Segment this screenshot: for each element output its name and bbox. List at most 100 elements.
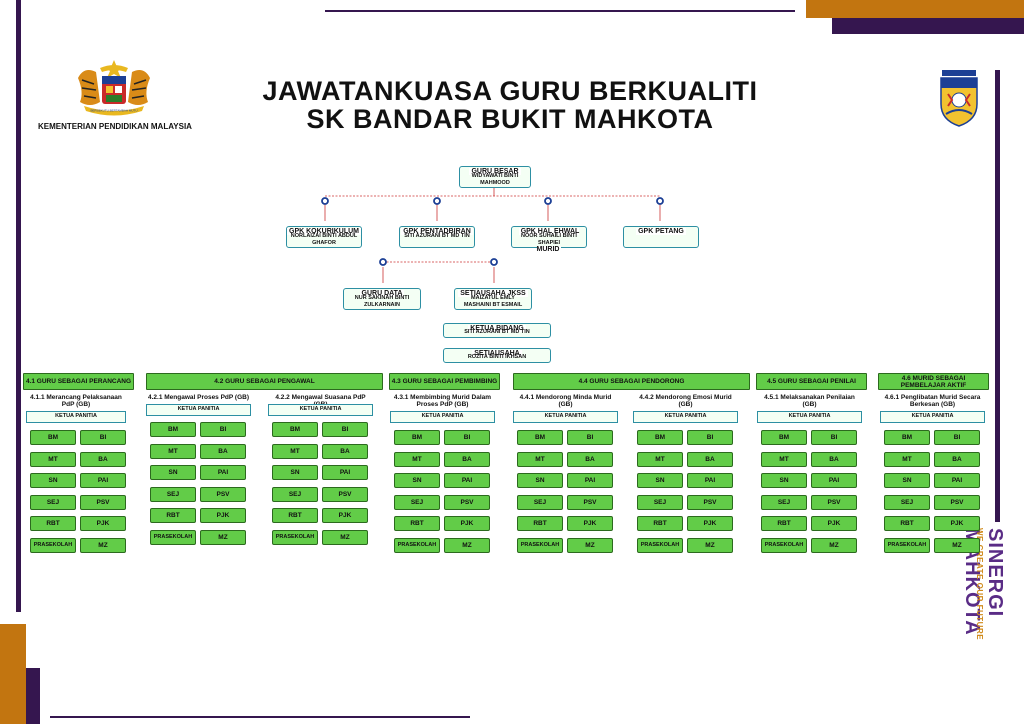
school-shield-icon	[940, 70, 978, 127]
subject-box-bi: BI	[934, 430, 980, 445]
section-4-6-header: 4.6 MURID SEBAGAI PEMBELAJAR AKTIF	[878, 373, 989, 390]
subject-box-pjk: PJK	[934, 516, 980, 531]
person-name: NORLAIZAI BINTI ABDUL GHAFOR	[290, 233, 358, 246]
subject-box-mt: MT	[272, 443, 318, 459]
subject-box-mt: MT	[637, 451, 683, 467]
subject-box-sn: SN	[394, 473, 440, 488]
subject-box-rbt: RBT	[272, 508, 318, 523]
subject-box-psv: PSV	[934, 494, 980, 510]
role-label: GURU DATA	[359, 290, 405, 297]
subject-box-sn: SN	[272, 465, 318, 480]
node-gpk-kokurikulum: GPK KOKURIKULUM NORLAIZAI BINTI ABDUL GH…	[286, 226, 362, 248]
subject-box-mt: MT	[884, 451, 930, 467]
node-setiausaha: SETIAUSAHA ROZITA BINTI IKHSAN	[443, 348, 551, 363]
subject-box-prasekolah: PRASEKOLAH	[272, 529, 318, 545]
ketua-panitia-box: KETUA PANITIA	[26, 411, 126, 423]
frame-top-line	[325, 10, 795, 12]
subject-box-psv: PSV	[322, 486, 368, 502]
subject-box-pjk: PJK	[80, 516, 126, 531]
node-gpk-hal-ehwal-murid: GPK HAL EHWAL MURID NOOR SUHAILI BINTI S…	[511, 226, 587, 253]
subject-box-ba: BA	[567, 451, 613, 467]
node-setiausaha-jkss: SETIAUSAHA JKSS MAIZATUL EMLY MASHAINI B…	[454, 288, 532, 310]
subject-box-mt: MT	[517, 451, 563, 467]
node-ketua-bidang: KETUA BIDANG SITI AZURANI BT MD TIN	[443, 323, 551, 338]
subject-box-bm: BM	[517, 430, 563, 445]
section-4-3-header: 4.3 GURU SEBAGAI PEMBIMBING	[389, 373, 500, 390]
subject-box-sej: SEJ	[517, 494, 563, 510]
subject-box-sej: SEJ	[30, 494, 76, 510]
subject-box-bm: BM	[272, 422, 318, 437]
subject-box-mz: MZ	[687, 537, 733, 553]
node-gpk-pentadbiran: GPK PENTADBIRAN SITI AZURANI BT MD TIN	[399, 226, 475, 248]
subject-box-rbt: RBT	[761, 516, 807, 531]
subject-box-sej: SEJ	[884, 494, 930, 510]
subject-box-psv: PSV	[687, 494, 733, 510]
unit-title: 4.6.1 Penglibatan Murid Secara Berkesan …	[884, 394, 981, 408]
unit-title: 4.1.1 Merancang Pelaksanaan PdP (GB)	[30, 394, 122, 408]
subject-box-pai: PAI	[687, 473, 733, 488]
ketua-panitia-box: KETUA PANITIA	[268, 404, 373, 416]
page-title-line2: SK BANDAR BUKIT MAHKOTA	[306, 104, 714, 134]
page-title-line1: JAWATANKUASA GURU BERKUALITI	[262, 76, 758, 106]
unit-title: 4.4.1 Mendorong Minda Murid (GB)	[519, 394, 612, 408]
subject-box-mt: MT	[761, 451, 807, 467]
subject-box-sn: SN	[761, 473, 807, 488]
corner-top-right-purple	[832, 18, 1024, 34]
subject-box-rbt: RBT	[394, 516, 440, 531]
subject-box-ba: BA	[322, 443, 368, 459]
subject-box-sn: SN	[517, 473, 563, 488]
subject-box-ba: BA	[811, 451, 857, 467]
ketua-panitia-box: KETUA PANITIA	[757, 411, 862, 423]
subject-box-mz: MZ	[934, 537, 980, 553]
subject-box-pjk: PJK	[322, 508, 368, 523]
subject-box-sn: SN	[637, 473, 683, 488]
role-label: SETIAUSAHA	[472, 350, 522, 357]
malaysia-crest-icon: BERSEKUTU BERTAMBAH MUTU	[78, 60, 150, 116]
person-name: NUR SAKINAH BINTI ZULKARNAIN	[354, 295, 410, 308]
subject-box-rbt: RBT	[884, 516, 930, 531]
subject-box-ba: BA	[687, 451, 733, 467]
subject-box-rbt: RBT	[637, 516, 683, 531]
subject-box-pai: PAI	[811, 473, 857, 488]
subject-box-sej: SEJ	[272, 486, 318, 502]
role-label: SETIAUSAHA JKSS	[458, 290, 528, 297]
subject-box-pai: PAI	[322, 465, 368, 480]
node-gpk-petang: GPK PETANG	[623, 226, 699, 248]
unit-title: 4.4.2 Mendorong Emosi Murid (GB)	[639, 394, 732, 408]
subject-box-prasekolah: PRASEKOLAH	[517, 537, 563, 553]
subject-box-bi: BI	[444, 430, 490, 445]
ketua-panitia-box: KETUA PANITIA	[146, 404, 251, 416]
crest-motto: BERSEKUTU BERTAMBAH MUTU	[90, 109, 137, 113]
ketua-panitia-box: KETUA PANITIA	[390, 411, 495, 423]
subject-box-bi: BI	[80, 430, 126, 445]
person-name: SITI AZURANI BT MD TIN	[464, 329, 530, 335]
role-label: GPK PETANG	[636, 228, 686, 235]
corner-top-right-orange	[806, 0, 1024, 18]
unit-title: 4.5.1 Melaksanakan Penilaian (GB)	[764, 394, 855, 408]
section-4-4-header: 4.4 GURU SEBAGAI PENDORONG	[513, 373, 750, 390]
subject-box-pai: PAI	[200, 465, 246, 480]
node-guru-besar: GURU BESAR WIDYAWATI BINTI MAHMOOD	[459, 166, 531, 188]
subject-box-mt: MT	[150, 443, 196, 459]
subject-box-mz: MZ	[567, 537, 613, 553]
unit-title: 4.3.1 Membimbing Murid Dalam Proses PdP …	[393, 394, 492, 408]
corner-bottom-left-purple	[26, 668, 40, 724]
subject-box-bm: BM	[884, 430, 930, 445]
subject-box-prasekolah: PRASEKOLAH	[637, 537, 683, 553]
subject-box-mz: MZ	[444, 537, 490, 553]
subject-box-mt: MT	[30, 451, 76, 467]
subject-box-pjk: PJK	[567, 516, 613, 531]
frame-bottom-line	[50, 716, 470, 718]
role-label: GPK PENTADBIRAN	[401, 228, 473, 235]
subject-box-bi: BI	[322, 422, 368, 437]
subject-box-ba: BA	[80, 451, 126, 467]
role-label: GPK KOKURIKULUM	[287, 228, 361, 235]
subject-box-mz: MZ	[322, 529, 368, 545]
section-4-1-header: 4.1 GURU SEBAGAI PERANCANG	[23, 373, 134, 390]
subject-box-bi: BI	[567, 430, 613, 445]
subject-box-prasekolah: PRASEKOLAH	[30, 537, 76, 553]
subject-box-mz: MZ	[200, 529, 246, 545]
role-label: GURU BESAR	[469, 168, 521, 175]
subject-box-ba: BA	[444, 451, 490, 467]
